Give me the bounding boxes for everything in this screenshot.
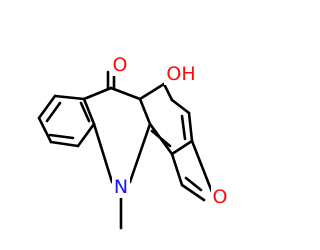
bond-line	[184, 176, 203, 192]
bond-line	[187, 111, 194, 143]
bond-line	[109, 86, 142, 101]
bond-lines	[37, 70, 214, 230]
molecule-structure: O OH N O	[37, 54, 229, 230]
carbonyl-oxygen-label: O	[113, 54, 128, 76]
bond-line	[128, 122, 152, 184]
bond-line	[82, 86, 113, 101]
bond-line	[138, 82, 166, 101]
bond-line	[92, 122, 114, 184]
bond-line	[37, 94, 57, 120]
furan-oxygen-label: O	[213, 186, 228, 208]
bond-line	[45, 101, 62, 123]
bond-line	[76, 122, 96, 148]
bond-line	[79, 101, 91, 123]
bond-line	[170, 98, 191, 115]
bond-line	[53, 94, 86, 101]
bond-line	[82, 97, 96, 126]
bond-line	[138, 97, 152, 126]
ring-nitrogen-label: N	[114, 176, 128, 198]
bond-line	[37, 116, 53, 144]
hydroxyl-label: OH	[166, 63, 195, 85]
bond-line	[190, 139, 214, 194]
bond-line	[162, 82, 174, 102]
bond-line	[180, 114, 187, 141]
atom-labels: O OH N O	[111, 54, 229, 208]
bond-line	[180, 183, 206, 202]
bond-line	[48, 133, 75, 140]
bond-line	[49, 140, 80, 148]
bond-line	[170, 152, 184, 187]
bond-line	[170, 139, 194, 156]
bond-line	[150, 129, 172, 148]
